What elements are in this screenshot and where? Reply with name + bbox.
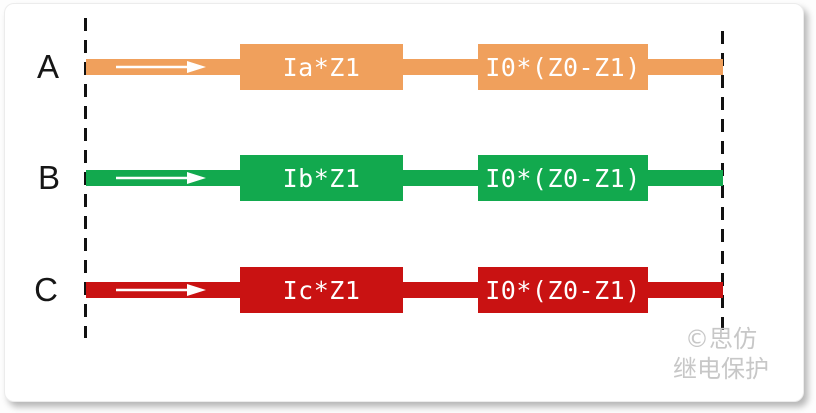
phase-c-impedance-box-zero-seq: I0*(Z0-Z1) <box>478 267 648 313</box>
phase-b-impedance-box-z1: Ib*Z1 <box>240 155 403 201</box>
phase-a-label: A <box>36 48 59 85</box>
phase-a-current-arrow-icon <box>116 61 206 73</box>
watermark-line1: ©思仿 <box>685 325 757 353</box>
phase-c-impedance-box-z1: Ic*Z1 <box>240 267 403 313</box>
phase-a-impedance-box-z1: Ia*Z1 <box>240 44 403 90</box>
phase-c-label: C <box>34 271 58 308</box>
phase-b-current-arrow-icon <box>116 172 206 184</box>
phase-a-impedance-box-zero-seq: I0*(Z0-Z1) <box>478 44 648 90</box>
phase-c-current-arrow-icon <box>116 284 206 296</box>
left-boundary-dashed-line <box>84 18 87 338</box>
watermark-line2: 继电保护 <box>673 355 769 383</box>
phase-b-label: B <box>37 159 60 196</box>
watermark: ©思仿 继电保护 <box>636 324 806 384</box>
phase-b-impedance-box-zero-seq: I0*(Z0-Z1) <box>478 155 648 201</box>
